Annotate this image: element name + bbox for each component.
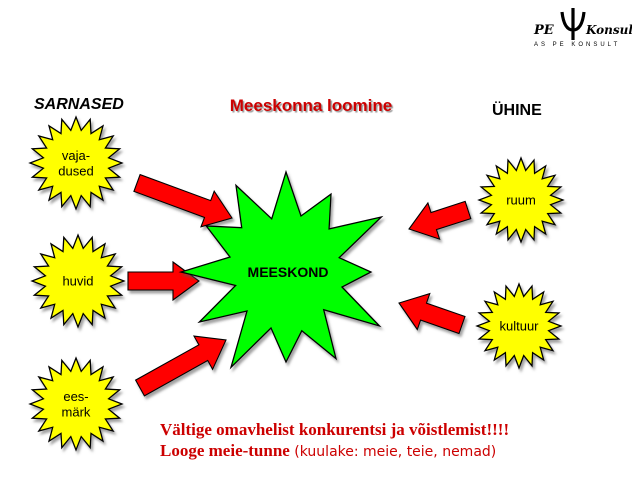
footer-line-2: Looge meie-tunne (kuulake: meie, teie, n… — [160, 441, 630, 461]
left-burst-1-label-line-1: vaja- — [62, 148, 90, 163]
arrows-layer — [127, 173, 472, 397]
right-burst-2: kultuur — [475, 282, 563, 370]
right-burst-2-shape — [475, 282, 563, 370]
slide-title: Meeskonna loomine — [229, 96, 393, 115]
right-burst-1-shape — [477, 156, 565, 244]
left-burst-2-label: huvid — [62, 274, 93, 289]
right-burst-2-label: kultuur — [499, 319, 539, 334]
bursts-layer: MEESKOND vaja-dused huvid ees-märk ruum kultu… — [28, 115, 565, 452]
left-heading: SARNASED — [34, 96, 124, 113]
center-burst: MEESKOND — [178, 169, 384, 370]
left-burst-1: vaja-dused — [28, 115, 124, 211]
company-logo: PE Konsult AS PE KONSULT — [520, 6, 639, 56]
arrow-right-2 — [398, 292, 466, 335]
right-burst-1: ruum — [477, 156, 565, 244]
svg-text:Konsult: Konsult — [585, 23, 632, 37]
left-burst-1-label-line-2: dused — [58, 163, 93, 178]
svg-text:PE: PE — [533, 23, 555, 38]
arrow-left-1 — [133, 173, 233, 228]
arrow-left-3 — [134, 335, 227, 397]
left-burst-3-label-line-2: märk — [62, 404, 91, 419]
footer-text: Vältige omavhelist konkurentsi ja võistl… — [160, 420, 630, 461]
right-heading: ÜHINE — [492, 102, 542, 119]
left-burst-2: huvid — [30, 233, 126, 329]
logo-mark-icon: PE Konsult — [533, 8, 639, 40]
left-burst-2-shape — [30, 233, 126, 329]
footer-line-2-note: (kuulake: meie, teie, nemad) — [289, 444, 497, 460]
right-burst-1-label: ruum — [506, 193, 536, 208]
logo-tagline: AS PE KONSULT — [534, 42, 621, 48]
left-burst-1-shape — [28, 115, 124, 211]
arrow-left-2 — [127, 260, 200, 302]
left-burst-3-label-line-1: ees- — [63, 389, 88, 404]
left-burst-3-shape — [28, 356, 124, 452]
arrow-right-1 — [408, 200, 472, 240]
footer-line-1: Vältige omavhelist konkurentsi ja võistl… — [160, 420, 510, 439]
center-label: MEESKOND — [248, 264, 329, 280]
left-burst-3: ees-märk — [28, 356, 124, 452]
footer-line-2-bold: Looge meie-tunne — [160, 441, 290, 460]
center-burst-shape — [178, 169, 384, 370]
